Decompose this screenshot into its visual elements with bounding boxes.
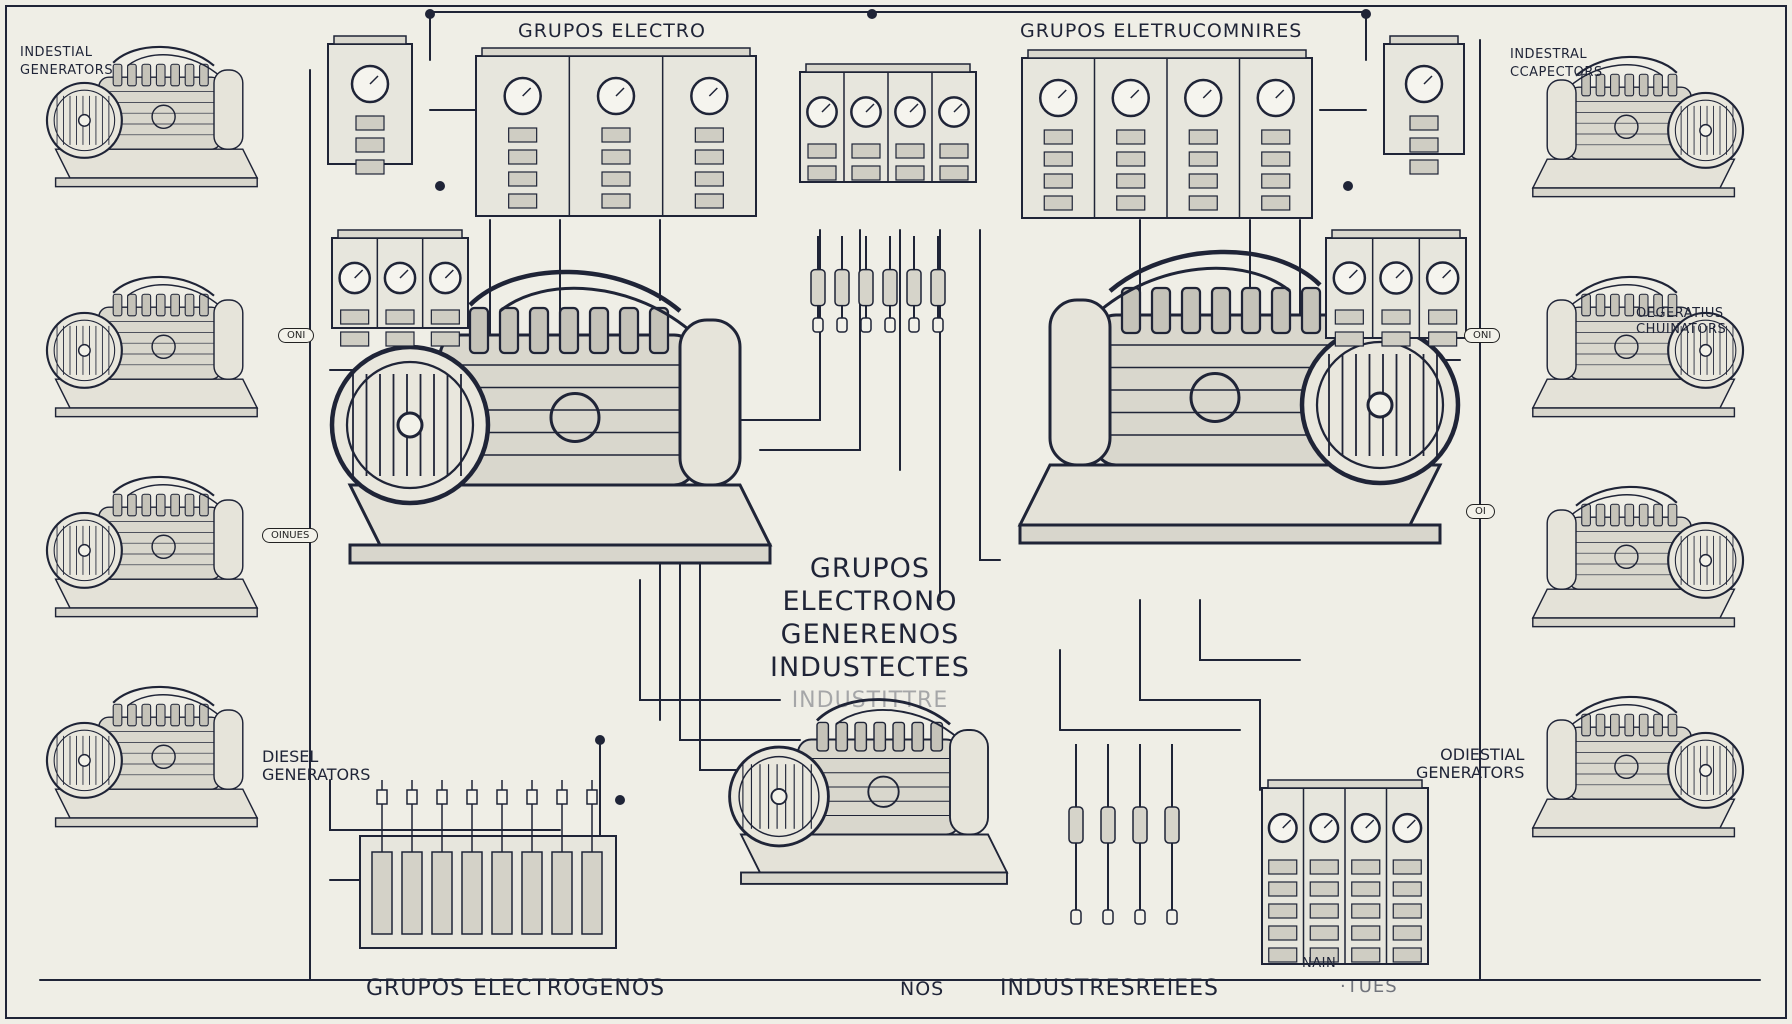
generator-bottom-center: [728, 698, 1009, 885]
control-panel-gauges-center: [799, 63, 977, 183]
generator-right-3: [1531, 485, 1745, 628]
generator-left-4: [45, 685, 259, 828]
generator-right-2: [1531, 275, 1745, 418]
generator-right-1: [1531, 55, 1745, 198]
control-panel-small-top-left: [327, 35, 413, 175]
generator-large-left: [329, 269, 773, 565]
label-odiestial-generators: ODIESTIAL GENERATORS: [1416, 745, 1525, 782]
fuse-row-bottom-center: [1068, 744, 1180, 925]
label-grupos-electro-right: GRUPOS ELETRUCOMNIRES: [1020, 20, 1303, 42]
tag-right-upper: ONI: [1464, 328, 1501, 343]
control-panel-top-center-left: [475, 47, 757, 217]
generator-left-2: [45, 275, 259, 418]
control-panel-mid-left: [331, 229, 469, 347]
control-panel-bottom-right: [1261, 779, 1429, 965]
label-generators-right-middle: OEGERATIUS CHUINATORS: [1636, 306, 1727, 337]
tag-right-lower: OI: [1466, 504, 1495, 519]
footer-grupos-electrogenos: GRUPOS ELECTROGENOS: [366, 976, 666, 1001]
breaker-strip-bottom-left: [359, 780, 617, 949]
label-industrial-top-right: INDESTRAL CCAPECTORS: [1510, 47, 1603, 80]
generator-right-4: [1531, 695, 1745, 838]
label-main: NAIN: [1302, 956, 1337, 971]
tag-left-lower: OINUES: [262, 528, 319, 543]
footer-tues: ·TUES: [1340, 976, 1398, 997]
generator-left-1: [45, 45, 259, 188]
footer-industresreiees: INDUSTRESREIEES: [1000, 976, 1219, 1001]
label-diesel-generators: DIESEL GENERATORS: [262, 747, 371, 784]
frame-border: [5, 5, 1787, 1019]
control-panel-mid-right: [1325, 229, 1467, 347]
fuse-row-center: [810, 236, 946, 333]
generator-large-right: [1017, 249, 1461, 545]
label-industrial-generators-top-left: INDESTIAL GENERATORS: [20, 45, 114, 78]
label-grupos-electro-left: GRUPOS ELECTRO: [518, 20, 706, 42]
control-panel-top-right: [1021, 49, 1313, 219]
tag-left-upper: ONI: [278, 328, 315, 343]
generator-left-3: [45, 475, 259, 618]
control-panel-small-top-right: [1383, 35, 1465, 175]
footer-nos: NOS: [900, 978, 945, 1000]
center-title: GRUPOS ELECTRONO GENERENOS INDUSTECTES I…: [770, 553, 970, 713]
